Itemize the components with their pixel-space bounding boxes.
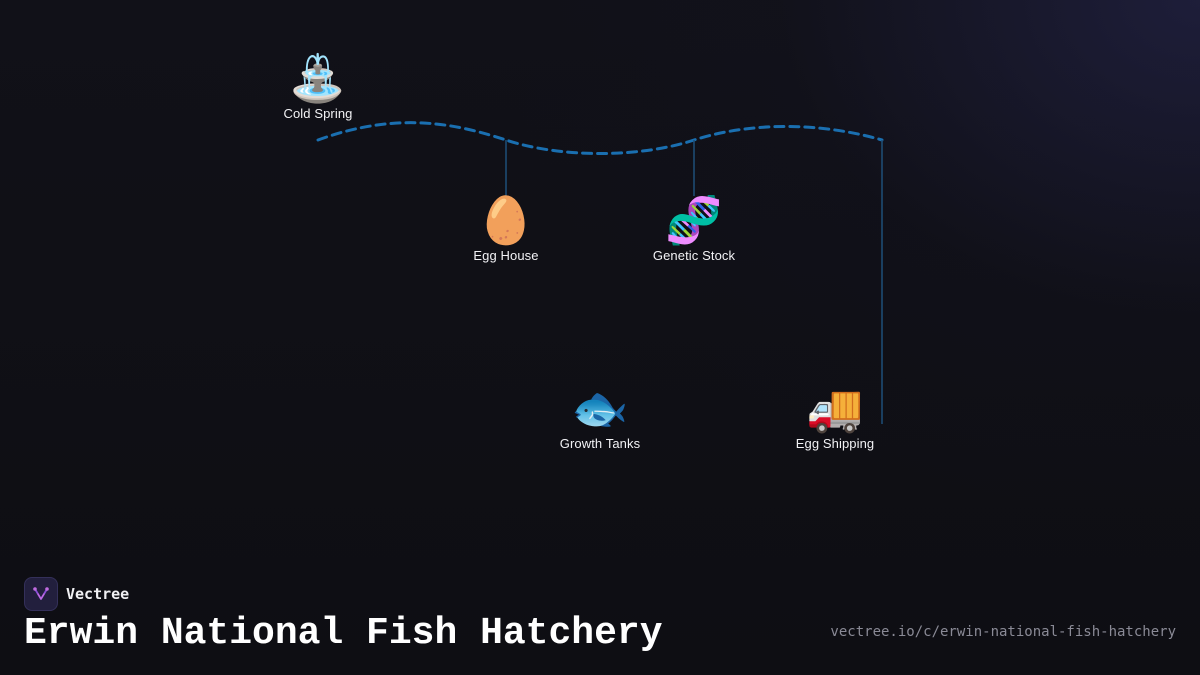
page-title: Erwin National Fish Hatchery bbox=[24, 612, 663, 655]
node-genetic-stock[interactable]: 🧬 Genetic Stock bbox=[614, 192, 774, 263]
dna-icon: 🧬 bbox=[665, 194, 723, 246]
brand[interactable]: Vectree bbox=[24, 577, 129, 611]
page-url[interactable]: vectree.io/c/erwin-national-fish-hatcher… bbox=[830, 624, 1176, 640]
node-label: Egg Shipping bbox=[795, 436, 875, 451]
node-label: Genetic Stock bbox=[652, 248, 736, 263]
node-growth-tanks[interactable]: 🐟 Growth Tanks bbox=[520, 380, 680, 451]
truck-icon: 🚚 bbox=[806, 382, 864, 434]
node-label: Growth Tanks bbox=[559, 436, 641, 451]
node-egg-shipping[interactable]: 🚚 Egg Shipping bbox=[755, 380, 915, 451]
fountain-icon: ⛲ bbox=[289, 52, 347, 104]
node-label: Cold Spring bbox=[283, 106, 353, 121]
node-cold-spring[interactable]: ⛲ Cold Spring bbox=[238, 50, 398, 121]
vectree-logo-icon bbox=[24, 577, 58, 611]
node-label: Egg House bbox=[473, 248, 539, 263]
vectree-tree-icon bbox=[33, 587, 49, 600]
node-egg-house[interactable]: 🥚 Egg House bbox=[426, 192, 586, 263]
brand-name: Vectree bbox=[66, 585, 130, 603]
egg-icon: 🥚 bbox=[477, 194, 535, 246]
fish-icon: 🐟 bbox=[571, 382, 629, 434]
main-flow-line bbox=[316, 121, 884, 155]
